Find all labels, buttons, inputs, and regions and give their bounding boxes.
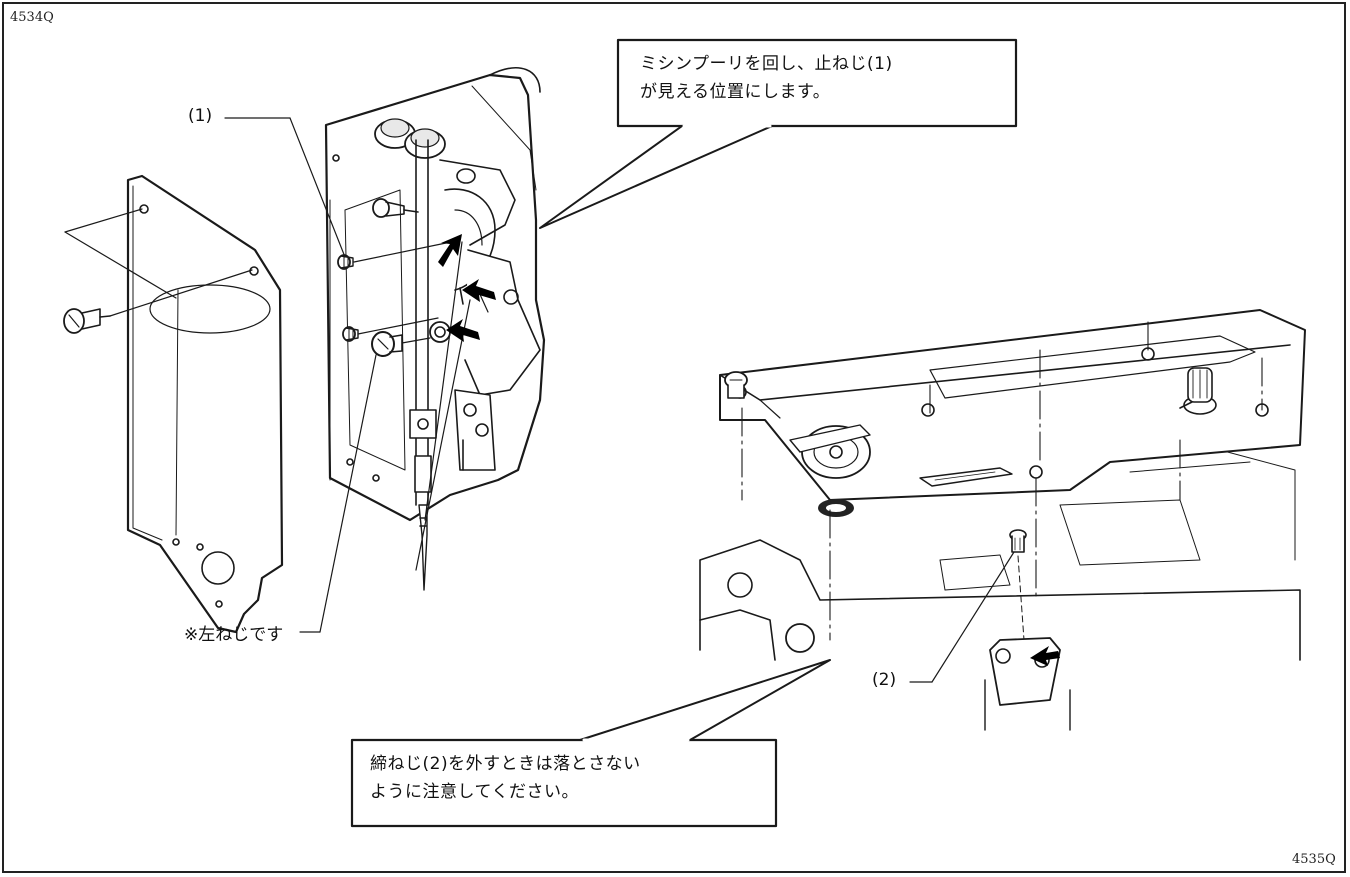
plate-locator-lines <box>741 321 1263 641</box>
callout-top-line1: ミシンプーリを回し、止ねじ(1) <box>640 54 893 74</box>
callout-top-box <box>539 38 1018 229</box>
callout-bottom-line2: ように注意してください。 <box>370 782 579 802</box>
throat-plate <box>719 309 1306 501</box>
bed-base <box>699 449 1301 661</box>
callout-top-line2: が見える位置にします。 <box>640 82 831 102</box>
leader-lines-head <box>224 117 471 633</box>
callout-bottom-box <box>350 659 831 828</box>
direction-arrow-1 <box>438 234 462 267</box>
hook-assembly <box>789 424 871 517</box>
leader-lines-plate <box>64 208 253 317</box>
label-set-screw-1: (1) <box>188 106 213 126</box>
presser-bar <box>454 389 496 471</box>
clamp-screw-2 <box>1009 529 1027 641</box>
direction-arrow-4 <box>1030 646 1060 666</box>
callout-bottom-text: 締ねじ(2)を外すときは落とさない ように注意してください。 <box>370 750 641 806</box>
plate-screw <box>724 371 748 399</box>
label-clamp-screw-2: (2) <box>872 670 897 690</box>
direction-arrow-3 <box>446 319 480 342</box>
callout-top-text: ミシンプーリを回し、止ねじ(1) が見える位置にします。 <box>640 50 893 106</box>
figure-code-right: 4535Q <box>1292 852 1336 867</box>
set-screw-2 <box>342 326 359 342</box>
callout-bottom-line1: 締ねじ(2)を外すときは落とさない <box>370 754 641 774</box>
feed-dog <box>919 467 1013 487</box>
face-plate <box>126 174 284 634</box>
set-screw-1 <box>337 254 354 270</box>
figure-code-left: 4534Q <box>10 10 54 25</box>
thread-take-up <box>439 159 516 291</box>
thread-tension <box>374 118 446 159</box>
label-left-hand-screw: ※左ねじです <box>184 625 284 645</box>
leader-line-2 <box>909 551 1015 683</box>
bobbin-winder <box>1179 367 1217 415</box>
face-plate-screw <box>63 308 111 334</box>
thread-guide-screw <box>372 198 419 218</box>
direction-arrow-2 <box>462 279 496 302</box>
